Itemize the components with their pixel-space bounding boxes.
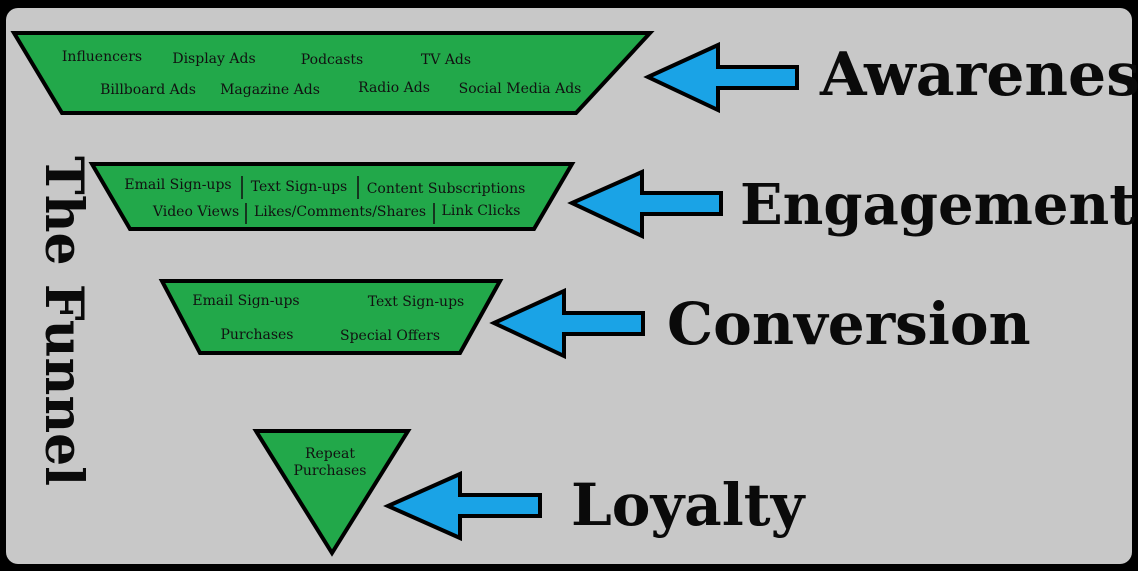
engagement-item: Link Clicks: [442, 203, 521, 219]
engagement-arrow: [567, 168, 723, 240]
awareness-item: Social Media Ads: [459, 81, 582, 97]
conversion-item: Text Sign-ups: [368, 294, 464, 310]
awareness-item: Radio Ads: [358, 80, 430, 96]
awareness-item: Display Ads: [172, 51, 255, 67]
engagement-funnel-shape: [88, 162, 576, 231]
awareness-arrow-icon: [643, 41, 799, 114]
conversion-funnel-shape: [158, 279, 504, 355]
conversion-item: Email Sign-ups: [192, 293, 299, 309]
engagement-arrow-icon: [567, 168, 723, 240]
loyalty-item: Purchases: [294, 463, 367, 479]
engagement-item: Video Views: [152, 204, 239, 220]
funnel-title: The Funnel: [33, 156, 94, 486]
conversion-item: Purchases: [221, 327, 294, 343]
conversion-item: Special Offers: [340, 328, 440, 344]
engagement-item: Likes/Comments/Shares: [254, 204, 426, 220]
awareness-arrow: [643, 41, 799, 114]
engagement-label: Engagement: [740, 172, 1135, 238]
engagement-item: Text Sign-ups: [251, 179, 347, 195]
engagement-tier: Email Sign-ups Text Sign-ups Content Sub…: [88, 162, 576, 231]
awareness-funnel-shape: [10, 31, 655, 115]
conversion-label: Conversion: [667, 290, 1031, 358]
awareness-item: Billboard Ads: [100, 82, 196, 98]
engagement-item: Email Sign-ups: [124, 177, 231, 193]
conversion-arrow-icon: [489, 287, 645, 360]
loyalty-label: Loyalty: [571, 471, 807, 539]
loyalty-arrow: [383, 470, 542, 542]
awareness-item: TV Ads: [421, 52, 471, 68]
loyalty-funnel-shape: [252, 429, 412, 557]
conversion-arrow: [489, 287, 645, 360]
loyalty-arrow-icon: [383, 470, 542, 542]
engagement-item: Content Subscriptions: [367, 181, 526, 197]
awareness-label: Awareness: [819, 40, 1138, 110]
loyalty-tier: Repeat Purchases: [252, 429, 412, 557]
diagram-background: [6, 8, 1132, 564]
awareness-tier: Influencers Display Ads Podcasts TV Ads …: [10, 31, 655, 115]
conversion-tier: Email Sign-ups Text Sign-ups Purchases S…: [158, 279, 504, 355]
awareness-item: Magazine Ads: [220, 82, 320, 98]
awareness-item: Influencers: [62, 49, 142, 65]
loyalty-item: Repeat: [305, 446, 355, 462]
awareness-item: Podcasts: [301, 52, 363, 68]
